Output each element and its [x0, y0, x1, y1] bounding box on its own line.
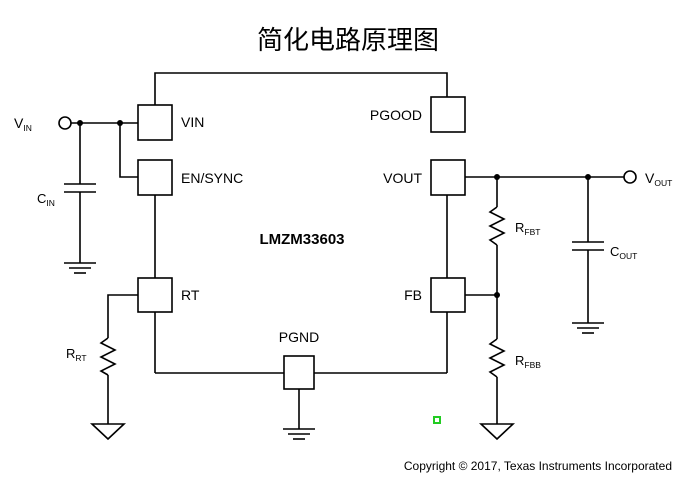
- vout-terminal-label-main: V: [645, 170, 655, 186]
- pin-box-en-sync: [137, 159, 173, 196]
- vout-terminal-label-sub: OUT: [654, 178, 672, 188]
- rfbb-resistor-icon: [488, 338, 506, 378]
- rrt-resistor-icon: [99, 337, 117, 376]
- chip-name-label: LMZM33603: [259, 231, 344, 248]
- rfbt-label-main: R: [515, 220, 524, 235]
- rfbb-label-sub: FBB: [524, 360, 541, 370]
- en-sync-wire: [119, 123, 138, 178]
- diagram-title: 简化电路原理图: [257, 26, 439, 56]
- rfbt-label-sub: FBT: [524, 227, 540, 237]
- rrt-wire-top: [107, 294, 138, 338]
- pin-box-rt: [137, 277, 173, 313]
- cout-label-main: C: [610, 244, 619, 259]
- rrt-label-main: R: [66, 346, 75, 361]
- vout-terminal: [623, 170, 637, 184]
- module-outline: [154, 72, 448, 108]
- cin-label: CIN: [37, 191, 55, 208]
- copyright-text: Copyright © 2017, Texas Instruments Inco…: [404, 459, 672, 473]
- vin-terminal: [58, 116, 72, 130]
- vin-terminal-label-sub: IN: [23, 123, 32, 133]
- ground-icon: [283, 428, 315, 440]
- pin-box-vin: [137, 104, 173, 141]
- green-marker: [433, 416, 441, 424]
- ground-icon: [89, 423, 127, 441]
- pin-box-pgood: [430, 96, 466, 133]
- pin-label-pgood: PGOOD: [370, 107, 422, 123]
- ground-icon: [64, 262, 96, 274]
- cout-label: COUT: [610, 244, 637, 261]
- rfbb-label: RFBB: [515, 353, 541, 370]
- cin-label-sub: IN: [46, 198, 55, 208]
- pin-box-fb: [430, 277, 466, 313]
- pin-box-pgnd: [283, 355, 315, 390]
- cin-label-main: C: [37, 191, 46, 206]
- pin-box-vout: [430, 159, 466, 196]
- ground-icon: [478, 423, 516, 441]
- rrt-label: RRT: [66, 346, 87, 363]
- rfbb-label-main: R: [515, 353, 524, 368]
- pin-label-fb: FB: [404, 287, 422, 303]
- vout-terminal-label: VOUT: [645, 170, 672, 188]
- pin-label-rt: RT: [181, 287, 200, 303]
- cout-label-sub: OUT: [619, 251, 637, 261]
- ground-icon: [572, 322, 604, 334]
- rfbt-resistor-icon: [488, 206, 506, 246]
- pin-label-vout: VOUT: [383, 170, 422, 186]
- vin-terminal-label-main: V: [14, 115, 24, 131]
- pin-label-en-sync: EN/SYNC: [181, 170, 243, 186]
- rrt-label-sub: RT: [75, 353, 86, 363]
- vin-terminal-label: VIN: [14, 115, 32, 133]
- rfbt-label: RFBT: [515, 220, 540, 237]
- pin-label-vin: VIN: [181, 114, 204, 130]
- pin-label-pgnd: PGND: [279, 329, 319, 345]
